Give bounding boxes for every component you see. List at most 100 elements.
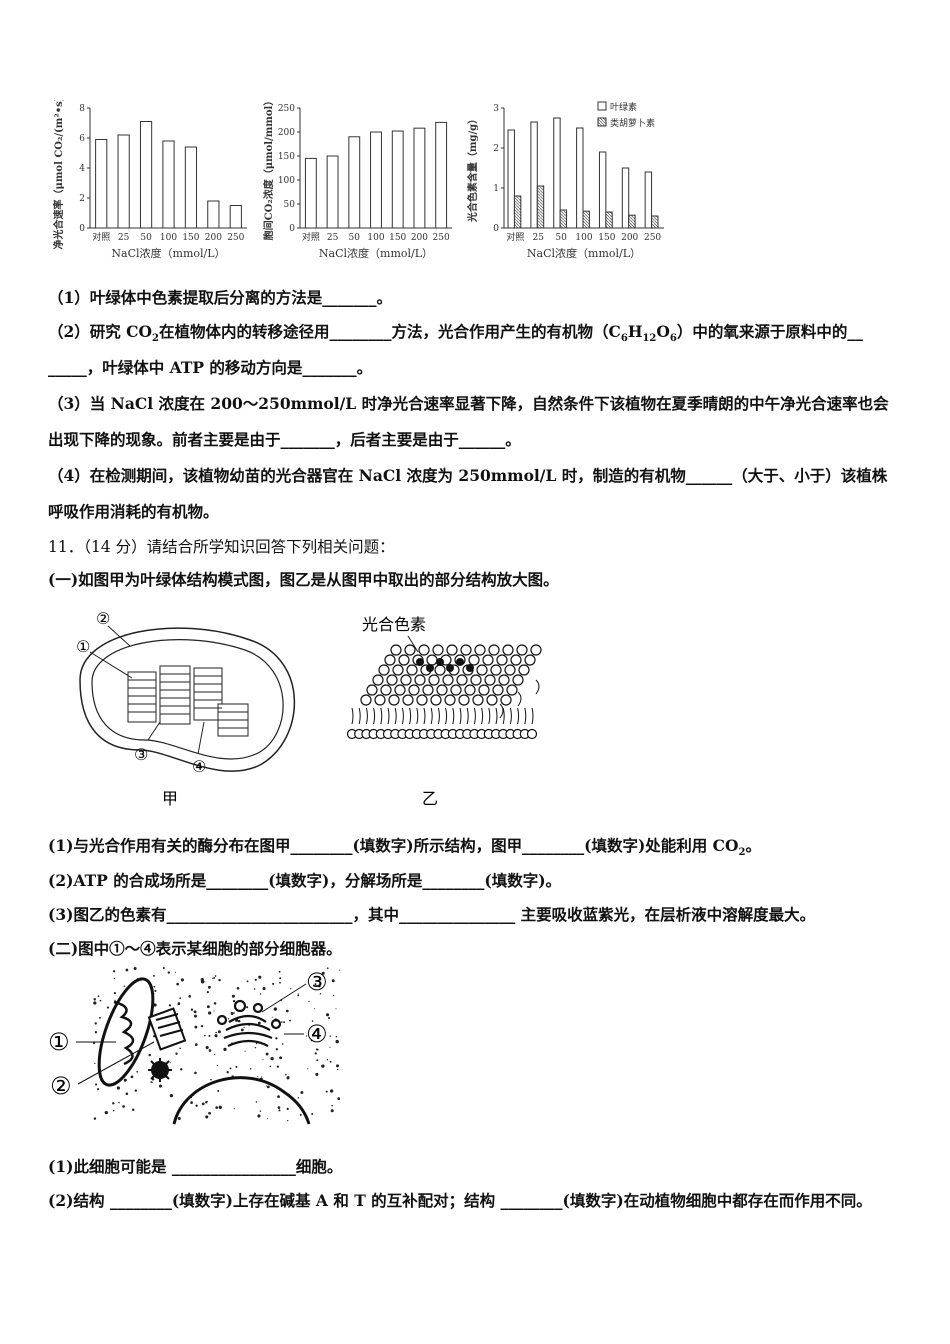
lipid-tail-side [517, 691, 522, 707]
cytoplasm-dot [317, 1049, 319, 1051]
cytoplasm-dot [130, 1075, 134, 1079]
lipid-head [512, 674, 524, 686]
cytoplasm-dot [112, 970, 116, 973]
bar [348, 136, 361, 229]
bar [651, 215, 659, 229]
cytoplasm-dot [112, 1102, 115, 1105]
cytoplasm-dot [273, 1007, 278, 1011]
lipid-head [484, 674, 496, 686]
cytoplasm-dot [269, 1065, 272, 1068]
lipid-head [392, 664, 404, 676]
organelle-figure: ① ② ③ ④ [44, 962, 344, 1127]
lipid-tail [524, 707, 527, 725]
cytoplasm-dot [255, 1101, 258, 1103]
cytoplasm-dot [275, 1037, 278, 1040]
cytoplasm-dot [307, 1068, 309, 1070]
cytoplasm-dot [153, 974, 155, 977]
cytoplasm-dot [254, 978, 257, 981]
x-tick-label: 100 [575, 233, 592, 243]
bar [576, 127, 584, 229]
x-tick-label: 250 [644, 233, 661, 243]
cytoplasm-dot [94, 1062, 96, 1065]
lipid-tail [380, 707, 383, 725]
y-tick-label: 2 [79, 194, 85, 204]
label-circle-3: ③ [134, 745, 148, 764]
cytoplasm-dot [297, 994, 300, 997]
cytoplasm-dot [277, 1095, 280, 1099]
y-tick-label: 0 [79, 224, 85, 234]
cytoplasm-dot [97, 995, 100, 997]
cytoplasm-dot [206, 991, 209, 994]
thylakoid-membrane [346, 644, 542, 740]
q2-part-a: （2）研究 CO [48, 322, 153, 341]
cytoplasm-dot [131, 1108, 135, 1111]
cytoplasm-dot [331, 979, 335, 983]
cytoplasm-dot [179, 997, 182, 1000]
cytoplasm-dot [213, 1002, 217, 1005]
cytoplasm-dot [277, 1106, 281, 1109]
lipid-tail [437, 707, 440, 725]
cytoplasm-dot [267, 1118, 269, 1120]
cytoplasm-dot [253, 988, 256, 990]
cytoplasm-dot [214, 975, 217, 977]
cytoplasm-dot [92, 1041, 96, 1045]
q2-part-b: 在植物体内的转移途径用________方法，光合作用产生的有机物（C [159, 322, 621, 341]
cytoplasm-dot [311, 1020, 314, 1022]
y-tick-label: 4 [79, 164, 85, 174]
cytoplasm-dot [98, 1016, 101, 1019]
caption-yi: 乙 [422, 789, 438, 808]
pigment-leader [407, 635, 419, 653]
cytoplasm-dot [180, 978, 184, 982]
lipid-tail [473, 707, 476, 725]
lipid-head [456, 674, 468, 686]
leader-line-3 [147, 721, 161, 741]
cytoplasm-dot [212, 977, 214, 979]
x-tick-label: 200 [621, 233, 638, 243]
x-tick-label: 150 [598, 233, 615, 243]
y-tick-label: 2 [493, 144, 499, 154]
cytoplasm-dot [325, 1090, 328, 1093]
x-tick-label: 对照 [302, 231, 320, 243]
lipid-tail-side [499, 703, 504, 719]
cytoplasm-dot [285, 1073, 287, 1076]
x-tick-label: 100 [160, 233, 177, 243]
lipid-head [402, 694, 414, 706]
lipid-head [506, 684, 518, 696]
cytoplasm-dot [190, 1101, 193, 1105]
cytoplasm-dot [188, 995, 191, 998]
pigment-dot [416, 658, 424, 666]
cytoplasm-dot [208, 1049, 212, 1052]
cytoplasm-dot [94, 1022, 97, 1025]
cytoplasm-dot [336, 1064, 340, 1068]
x-tick-label: 25 [533, 233, 545, 243]
lipid-tail [466, 707, 469, 725]
lipid-head [416, 694, 428, 706]
lipid-tail [401, 707, 404, 725]
cytoplasm-dot [259, 993, 262, 995]
lipid-tail [488, 707, 491, 725]
lipid-head [464, 684, 476, 696]
bar [370, 131, 382, 229]
x-tick-label: 25 [118, 233, 130, 243]
cytoplasm-dot [271, 1016, 273, 1018]
cytoplasm-dot [297, 993, 299, 995]
cytoplasm-dot [290, 988, 292, 990]
bar [304, 157, 317, 229]
mitochondrion [97, 977, 155, 1087]
cytoplasm-dot [297, 1097, 300, 1099]
lipid-head [442, 674, 454, 686]
cytoplasm-dot [204, 981, 206, 983]
x-tick-label: 100 [367, 233, 384, 243]
bar [621, 167, 630, 229]
lipid-head [504, 664, 516, 676]
cytoplasm-dot [335, 1008, 337, 1010]
y-axis-label: 光合色素含量（mg/g） [466, 114, 479, 223]
cytoplasm-dot [335, 1035, 338, 1038]
cytoplasm-dot [325, 1013, 330, 1017]
cytoplasm-dot [218, 978, 221, 982]
leader-organelle-2 [77, 1041, 155, 1085]
cytoplasm-dot [279, 981, 281, 984]
y-tick-label: 150 [278, 152, 295, 162]
